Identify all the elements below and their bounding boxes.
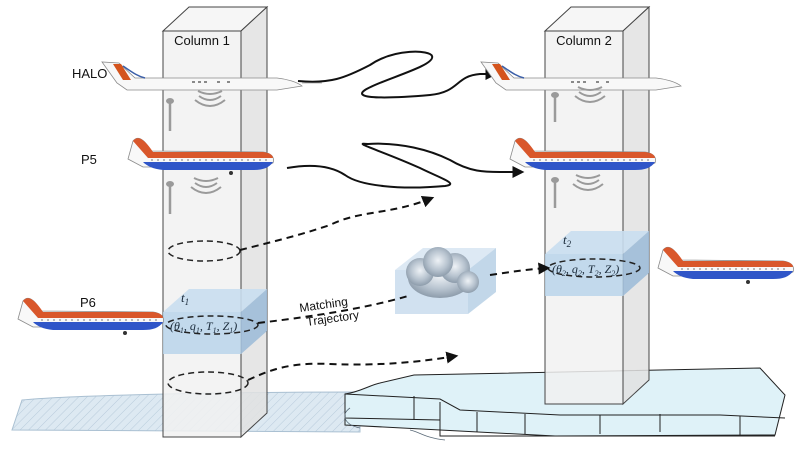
radar-waves-icon	[574, 86, 606, 103]
column-1: Column 1	[161, 5, 269, 439]
halo-label: HALO	[72, 66, 107, 81]
time-label-2: t2	[563, 232, 572, 249]
dropsonde-icon	[551, 92, 559, 122]
state-vector-1: (θ1, q1, T1, Z1)	[170, 319, 237, 335]
column-1-label: Column 1	[174, 33, 230, 48]
matching-label: Matching	[298, 294, 348, 315]
halo-aircraft-1	[101, 61, 322, 91]
sample-ellipse-lower	[167, 371, 249, 395]
column-2-label: Column 2	[556, 33, 612, 48]
p5-label: P5	[81, 152, 97, 167]
p5-aircraft-2	[509, 137, 656, 170]
p5-aircraft-1	[127, 137, 274, 175]
dropsonde-icon	[166, 181, 174, 214]
dashed-trajectory-upper	[239, 196, 435, 251]
dashed-trajectory-lower	[247, 351, 459, 381]
cloud-icon	[406, 247, 479, 298]
p5-flight-track	[286, 142, 525, 189]
state-vector-2: (θ2, q2, T2, Z2)	[552, 262, 619, 278]
radar-waves-icon	[194, 90, 226, 107]
matching-trajectory-line	[257, 295, 409, 324]
p6-label: P6	[80, 295, 96, 310]
halo-aircraft-2	[480, 61, 682, 91]
matching-trajectory-continuation	[489, 262, 551, 276]
sample-ellipse-upper	[167, 240, 241, 262]
halo-flight-track	[297, 50, 498, 99]
air-mass-box-1: t1 (θ1, q1, T1, Z1)	[163, 289, 267, 354]
dropsonde-icon	[166, 98, 174, 131]
dropsonde-icon	[551, 177, 559, 208]
p6-aircraft	[17, 297, 164, 335]
cloud-box	[395, 247, 496, 314]
radar-waves-icon	[572, 174, 604, 191]
column-2: Column 2	[543, 5, 651, 406]
air-mass-box-2: t2 (θ2, q2, T2, Z2)	[545, 231, 649, 296]
p6-aircraft-2	[657, 246, 794, 284]
radar-waves-icon	[190, 177, 222, 194]
time-label-1: t1	[181, 290, 189, 307]
